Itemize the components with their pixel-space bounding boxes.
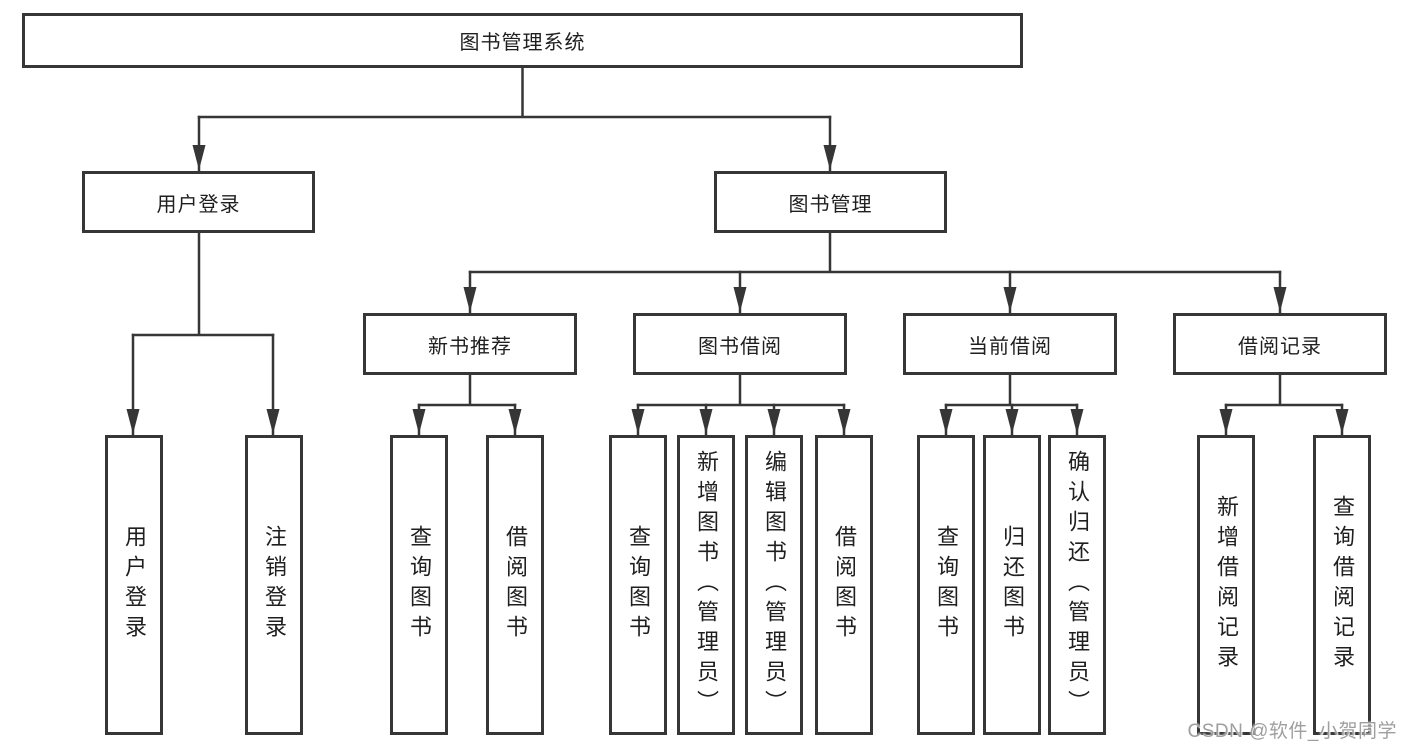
leaf-records-query-record: 查询借阅记录 xyxy=(1313,435,1371,735)
leaf-current-confirm-return-admin: 确认归还（管理员） xyxy=(1048,435,1106,735)
leaf-current-query-books: 查询图书 xyxy=(917,435,975,735)
node-user-login: 用户登录 xyxy=(82,171,315,233)
node-book-borrow: 图书借阅 xyxy=(633,313,847,375)
leaf-borrow-borrow-books: 借阅图书 xyxy=(815,435,873,735)
leaf-borrow-add-books-admin: 新增图书（管理员） xyxy=(677,435,735,735)
node-book-management: 图书管理 xyxy=(714,171,947,233)
leaf-logout: 注销登录 xyxy=(245,435,303,735)
csdn-watermark: CSDN @软件_小贺同学 xyxy=(1187,721,1397,742)
leaf-records-add-record: 新增借阅记录 xyxy=(1197,435,1255,735)
leaf-borrow-query-books: 查询图书 xyxy=(609,435,667,735)
leaf-borrow-edit-books-admin: 编辑图书（管理员） xyxy=(745,435,803,735)
node-current-borrow: 当前借阅 xyxy=(903,313,1117,375)
leaf-current-return-books: 归还图书 xyxy=(983,435,1041,735)
leaf-recommend-query-books: 查询图书 xyxy=(390,435,448,735)
node-borrow-records: 借阅记录 xyxy=(1173,313,1387,375)
leaf-user-login: 用户登录 xyxy=(105,435,163,735)
node-root: 图书管理系统 xyxy=(22,13,1023,68)
leaf-recommend-borrow-books: 借阅图书 xyxy=(486,435,544,735)
node-new-book-recommend: 新书推荐 xyxy=(363,313,577,375)
